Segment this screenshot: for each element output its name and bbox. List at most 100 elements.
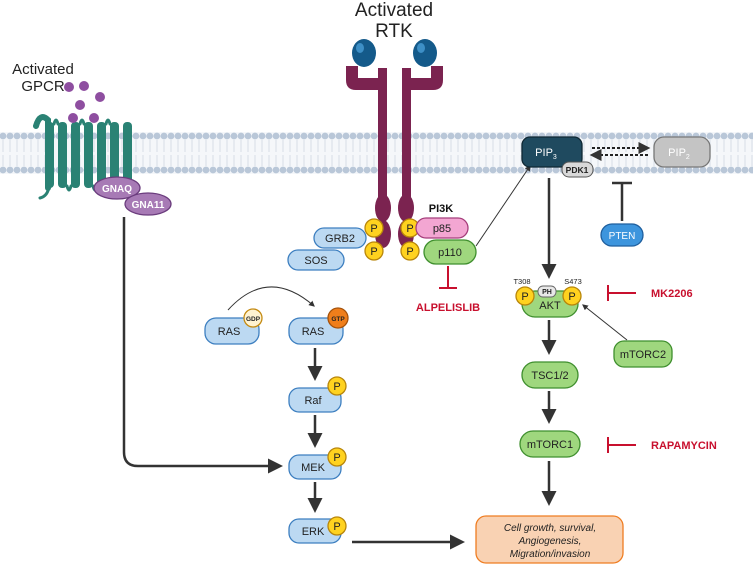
lipid-head — [258, 132, 266, 140]
lipid-head — [195, 166, 203, 174]
mek-label: MEK — [301, 462, 326, 474]
rtk-receptor — [346, 66, 443, 248]
lipid-head — [230, 132, 238, 140]
lipid-head — [167, 132, 175, 140]
phospho-label: P — [370, 223, 377, 235]
lipid-head — [636, 166, 644, 174]
lipid-head — [265, 166, 273, 174]
phospho-label: P — [406, 223, 413, 235]
lipid-head — [363, 132, 371, 140]
lipid-head — [272, 166, 280, 174]
gtp-badge: GTP — [327, 307, 349, 329]
lipid-head — [34, 132, 42, 140]
ras-gdp-label: RAS — [218, 326, 241, 338]
phospho-site: P — [364, 241, 384, 261]
lipid-head — [307, 132, 315, 140]
lipid-head — [13, 132, 21, 140]
lipid-head — [615, 132, 623, 140]
lipid-head — [363, 166, 371, 174]
gdp-label: GDP — [246, 316, 261, 323]
lipid-head — [335, 166, 343, 174]
lipid-head — [251, 132, 259, 140]
lipid-head — [734, 132, 742, 140]
lipid-head — [356, 132, 364, 140]
lipid-head — [153, 166, 161, 174]
lipid-head — [20, 132, 28, 140]
lipid-head — [370, 166, 378, 174]
lipid-head — [727, 132, 735, 140]
lipid-head — [13, 166, 21, 174]
lipid-head — [496, 132, 504, 140]
lipid-head — [174, 132, 182, 140]
lipid-head — [27, 166, 35, 174]
ras-exchange-arrow — [227, 286, 315, 311]
phospho-site-raf: P — [327, 376, 347, 396]
gtp-label: GTP — [331, 316, 345, 323]
ras-gtp-node: RAS — [288, 317, 344, 345]
lipid-head — [713, 132, 721, 140]
lipid-head — [188, 132, 196, 140]
lipid-head — [6, 132, 14, 140]
p85-label: p85 — [433, 223, 451, 235]
lipid-head — [510, 132, 518, 140]
lipid-head — [216, 132, 224, 140]
mk2206-label: MK2206 — [651, 288, 693, 300]
lipid-head — [419, 132, 427, 140]
sos-label: SOS — [304, 255, 327, 267]
lipid-head — [489, 132, 497, 140]
phospho-site-erk: P — [327, 516, 347, 536]
lipid-head — [433, 132, 441, 140]
lipid-head — [587, 132, 595, 140]
gpcr-title-line2: GPCR — [21, 78, 65, 95]
lipid-head — [643, 166, 651, 174]
lipid-head — [286, 132, 294, 140]
lipid-head — [160, 166, 168, 174]
lipid-head — [608, 132, 616, 140]
t308-label: T308 — [513, 277, 530, 286]
lipid-head — [503, 132, 511, 140]
lipid-head — [447, 166, 455, 174]
gna11-label: GNA11 — [132, 200, 165, 211]
pip3-pip2-exchange — [589, 142, 651, 161]
lipid-head — [391, 132, 399, 140]
lipid-head — [433, 166, 441, 174]
lipid-head — [349, 132, 357, 140]
pip3-label: PIP3 — [535, 147, 557, 161]
lipid-head — [517, 132, 525, 140]
lipid-head — [132, 166, 140, 174]
lipid-head — [300, 132, 308, 140]
lipid-head — [279, 132, 287, 140]
lipid-head — [251, 166, 259, 174]
lipid-head — [643, 132, 651, 140]
lipid-head — [720, 166, 728, 174]
lipid-head — [426, 166, 434, 174]
phospho-label: P — [333, 521, 340, 533]
akt-label: AKT — [539, 300, 561, 312]
p110-to-pip3-arrow — [475, 165, 531, 247]
lipid-head — [181, 166, 189, 174]
lipid-head — [314, 166, 322, 174]
tsc-node: TSC1/2 — [521, 361, 579, 389]
lipid-head — [531, 166, 539, 174]
phospho-label: P — [406, 246, 413, 258]
lipid-head — [706, 166, 714, 174]
lipid-head — [279, 166, 287, 174]
lipid-head — [727, 166, 735, 174]
pten-label: PTEN — [609, 231, 636, 242]
outcome-line1: Cell growth, survival, — [504, 523, 596, 534]
lipid-head — [209, 166, 217, 174]
lipid-head — [321, 132, 329, 140]
pi3k-title: PI3K — [429, 203, 454, 215]
gpcr-title-line1: Activated — [12, 61, 74, 78]
lipid-head — [258, 166, 266, 174]
pdk1-node: PDK1 — [561, 161, 594, 178]
pten-inhibition — [612, 181, 632, 221]
lipid-head — [741, 166, 749, 174]
lipid-head — [475, 132, 483, 140]
lipid-head — [741, 132, 749, 140]
gdp-badge: GDP — [243, 308, 263, 328]
lipid-head — [160, 132, 168, 140]
lipid-head — [167, 166, 175, 174]
lipid-head — [552, 166, 560, 174]
lipid-head — [447, 132, 455, 140]
